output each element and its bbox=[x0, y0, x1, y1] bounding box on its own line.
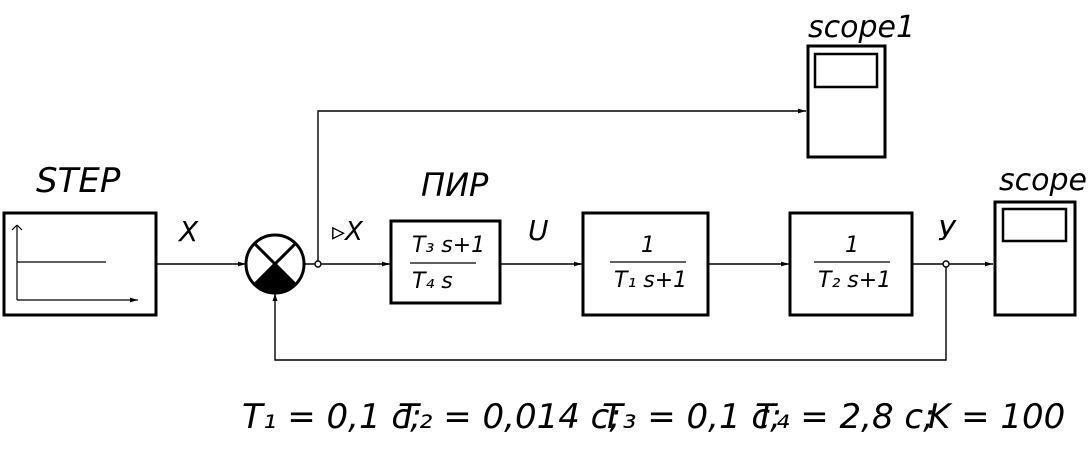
scope-label: scope bbox=[999, 163, 1087, 198]
param-t1: T₁ = 0,1 с; bbox=[242, 397, 422, 437]
step-block bbox=[2, 211, 158, 317]
plant1-block: 1 T₁ s+1 bbox=[581, 211, 710, 317]
scope1-block bbox=[806, 44, 887, 159]
plant2-denominator: T₂ s+1 bbox=[818, 268, 891, 293]
param-k: K = 100 bbox=[928, 397, 1065, 437]
feedback-line bbox=[272, 267, 947, 361]
branch-point-error bbox=[314, 260, 322, 268]
step-label: STEP bbox=[36, 161, 121, 201]
pid-denominator: T₄ s bbox=[412, 269, 453, 294]
scope1-label: scope1 bbox=[808, 10, 915, 45]
param-t2: T₂ = 0,014 с; bbox=[398, 397, 621, 437]
plant2-numerator: 1 bbox=[845, 233, 859, 258]
scope1-feed-line bbox=[317, 108, 806, 261]
parameter-list: T₁ = 0,1 с; T₂ = 0,014 с; T₃ = 0,1 с; T₄… bbox=[242, 397, 1065, 437]
summing-junction bbox=[244, 233, 306, 295]
plant1-denominator: T₁ s+1 bbox=[614, 268, 687, 293]
plant1-numerator: 1 bbox=[641, 233, 655, 258]
pid-block: T₃ s+1 T₄ s bbox=[389, 219, 502, 305]
scope1-screen bbox=[813, 52, 879, 89]
pid-label: ПИР bbox=[421, 166, 489, 204]
y-signal-label: У bbox=[938, 214, 957, 247]
param-t3: T₃ = 0,1 с; bbox=[602, 397, 782, 437]
error-signal-label: ▹X bbox=[332, 217, 364, 247]
u-signal-label: U bbox=[528, 214, 549, 247]
param-t4: T₄ = 2,8 с; bbox=[755, 397, 935, 437]
plant2-block: 1 T₂ s+1 bbox=[788, 211, 914, 317]
pid-numerator: T₃ s+1 bbox=[412, 233, 485, 258]
scope-screen bbox=[1001, 207, 1068, 243]
x-signal-label: X bbox=[177, 215, 199, 248]
branch-point-output bbox=[942, 260, 950, 268]
scope-block bbox=[993, 200, 1077, 317]
